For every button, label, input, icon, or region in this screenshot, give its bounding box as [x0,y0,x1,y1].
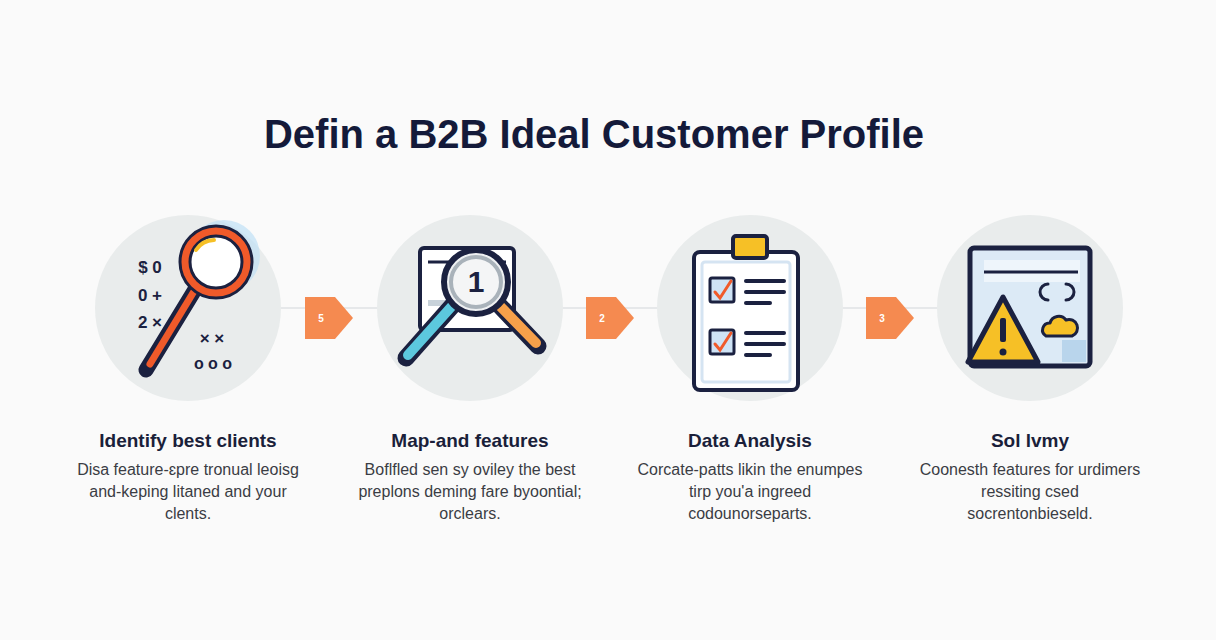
connector-line [563,307,657,309]
step-description: Coonesth features for urdimers ressiting… [918,459,1143,525]
step-heading: Data Analysis [615,429,885,453]
step-number: 5 [318,313,324,324]
diagram-title: Defin a B2B Ideal Customer Profile [0,112,1188,157]
circle-outline [377,215,563,401]
step-circle: Data AnalysisCorcate-patts likin the enu… [657,215,843,401]
arrow-head [305,297,353,339]
circle-fill [937,215,1123,401]
circle-outline [657,215,843,401]
circle-outline [937,215,1123,401]
step-circle: Identify best clientsDisa feature-ɛpre t… [95,215,281,401]
step-number: 2 [599,313,605,324]
step-heading: Map-and features [335,429,605,453]
flow-arrow [563,297,657,339]
circle-fill [657,215,843,401]
step-circle: Sol lvmyCoonesth features for urdimers r… [937,215,1123,401]
step-heading: Sol lvmy [895,429,1165,453]
step-description: Boflfled sen sy oviley the best preplons… [358,459,583,525]
arrow-head [586,297,634,339]
step-description: Disa feature-ɛpre tronual leoisg and-kep… [76,459,301,525]
step-heading: Identify best clients [53,429,323,453]
flow-arrow [843,297,937,339]
circle-fill [377,215,563,401]
connector-line [281,307,377,309]
circle-outline [95,215,281,401]
circle-fill [95,215,281,401]
step-circle: Map-and featuresBoflfled sen sy oviley t… [377,215,563,401]
arrow-head [866,297,914,339]
step-number: 3 [879,313,885,324]
step-description: Corcate-patts likin the enumpes tirp you… [638,459,863,525]
connector-line [843,307,937,309]
flow-arrow [281,297,377,339]
